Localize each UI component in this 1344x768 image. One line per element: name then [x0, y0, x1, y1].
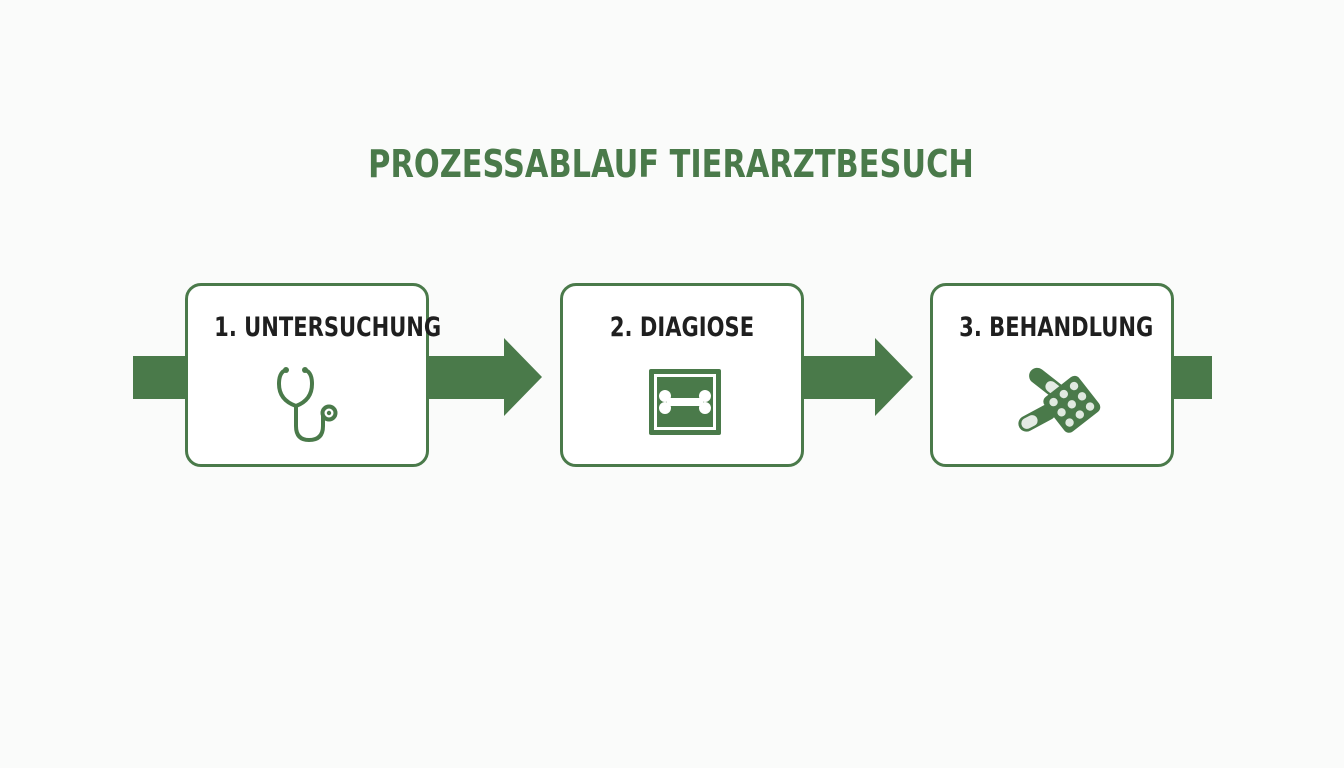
- step-label-untersuchung: 1. UNTERSUCHUNG: [214, 312, 442, 343]
- step-card-behandlung: 3. BEHANDLUNG: [930, 283, 1174, 467]
- stethoscope-icon: [260, 364, 360, 444]
- lead-out-bar: [1174, 356, 1212, 399]
- step-card-diagiose: 2. DIAGIOSE: [560, 283, 804, 467]
- bone-xray-icon: [635, 364, 735, 444]
- pills-icon: [1005, 364, 1105, 444]
- lead-in-bar: [133, 356, 189, 399]
- arrow-2-3: [803, 338, 913, 416]
- diagram-title: PROZESSABLAUF TIERARZTBESUCH: [368, 142, 974, 186]
- step-label-diagiose: 2. DIAGIOSE: [609, 312, 755, 343]
- step-label-behandlung: 3. BEHANDLUNG: [959, 312, 1154, 343]
- step-card-untersuchung: 1. UNTERSUCHUNG: [185, 283, 442, 467]
- arrow-1-2: [428, 338, 542, 416]
